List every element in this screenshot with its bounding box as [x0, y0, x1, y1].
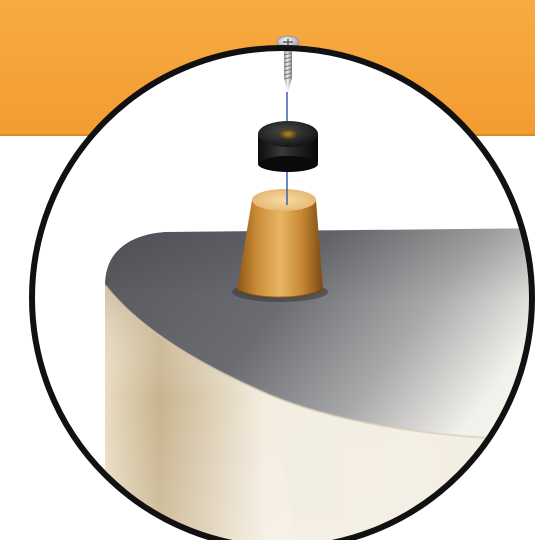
circle-content — [105, 189, 535, 540]
rubber-bumper-hole — [279, 129, 297, 139]
wooden-leg — [237, 200, 323, 298]
wooden-leg-top — [252, 189, 316, 211]
rubber-bumper — [258, 121, 318, 172]
rubber-bumper-bottom — [258, 156, 318, 172]
